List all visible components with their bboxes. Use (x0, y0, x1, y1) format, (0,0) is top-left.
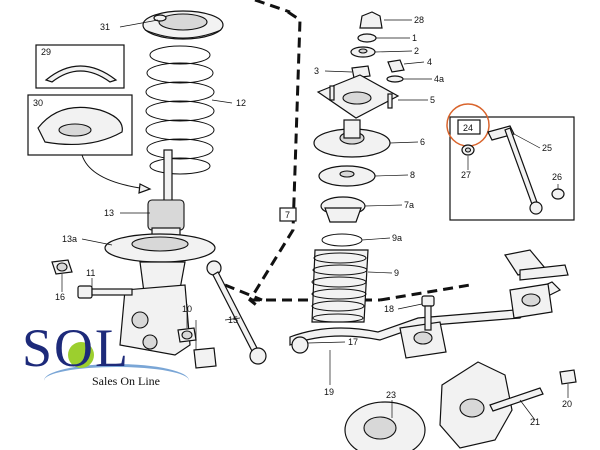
label-21: 21 (530, 417, 540, 427)
label-17: 17 (348, 337, 358, 347)
label-29: 29 (41, 47, 51, 57)
part-bolt-11 (77, 285, 133, 299)
label-6: 6 (420, 137, 425, 147)
leader-lines (61, 19, 569, 421)
part-nut-16 (51, 259, 73, 275)
inset-box-29 (35, 44, 125, 89)
label-4a: 4a (434, 74, 444, 84)
part-bushing-3 (351, 65, 371, 79)
part-nut-1 (357, 33, 377, 43)
label-8: 8 (410, 170, 415, 180)
logo-tagline: Sales On Line (92, 374, 160, 388)
label-11: 11 (86, 268, 95, 278)
label-13a: 13a (62, 234, 77, 244)
label-31: 31 (100, 22, 110, 32)
logo-green-dot (68, 342, 94, 368)
part-stabilizer-link-left (206, 260, 267, 365)
part-clip (193, 347, 217, 369)
label-9: 9 (394, 268, 399, 278)
inset-arrowhead (138, 183, 152, 194)
part-top-mount (142, 10, 224, 40)
label-19: 19 (324, 387, 334, 397)
label-7a: 7a (404, 200, 414, 210)
part-washer-4a (386, 75, 404, 83)
part-spring-seat-8 (318, 165, 376, 187)
part-bushing-bracket-right (509, 283, 553, 319)
label-30: 30 (33, 98, 43, 108)
part-upper-mount-5 (316, 74, 400, 119)
part-brake-disc-23 (344, 401, 426, 450)
label-3: 3 (314, 66, 319, 76)
part-cap (359, 11, 383, 29)
logo-letters: SOL (22, 318, 131, 378)
label-2: 2 (414, 46, 419, 56)
inset-box-24 (446, 103, 575, 221)
label-box-7 (279, 207, 297, 222)
part-bolt-21 (489, 387, 544, 412)
label-24: 24 (463, 123, 473, 133)
label-25: 25 (542, 143, 552, 153)
part-coil-spring (145, 45, 215, 175)
part-washer-2 (350, 46, 376, 58)
separator-right-column (248, 10, 302, 310)
part-bump-stop-7a (320, 196, 366, 223)
part-nut-20 (559, 369, 577, 385)
part-ring-9a (321, 233, 363, 247)
inset-box-30 (27, 94, 133, 156)
inset-arrow (81, 154, 141, 189)
part-steering-knuckle (439, 361, 513, 449)
label-12: 12 (236, 98, 246, 108)
part-bolt-17 (291, 336, 309, 354)
label-16: 16 (55, 292, 65, 302)
label-13: 13 (104, 208, 114, 218)
label-10: 10 (182, 304, 192, 314)
part-stabilizer-bar (289, 249, 569, 346)
label-20: 20 (562, 399, 572, 409)
label-15: 15 (228, 315, 238, 325)
label-18: 18 (384, 304, 394, 314)
separator-top (254, 0, 291, 14)
label-27: 27 (461, 170, 471, 180)
part-bolt-18 (421, 295, 435, 331)
label-23: 23 (386, 390, 396, 400)
part-bushing-bracket-left (399, 321, 447, 359)
part-nut-10 (177, 327, 197, 343)
part-shock-absorber (104, 149, 216, 356)
label-1: 1 (412, 33, 417, 43)
logo-swoosh (44, 364, 189, 397)
label-4: 4 (427, 57, 432, 67)
label-9a: 9a (392, 233, 402, 243)
label-7: 7 (285, 210, 290, 220)
label-28: 28 (414, 15, 424, 25)
sol-logo: SOL Sales On Line (22, 318, 192, 400)
part-dust-boot-9 (311, 249, 369, 323)
part-bearing-6 (313, 119, 391, 158)
part-nut-4 (387, 59, 405, 73)
label-26: 26 (552, 172, 562, 182)
label-5: 5 (430, 95, 435, 105)
